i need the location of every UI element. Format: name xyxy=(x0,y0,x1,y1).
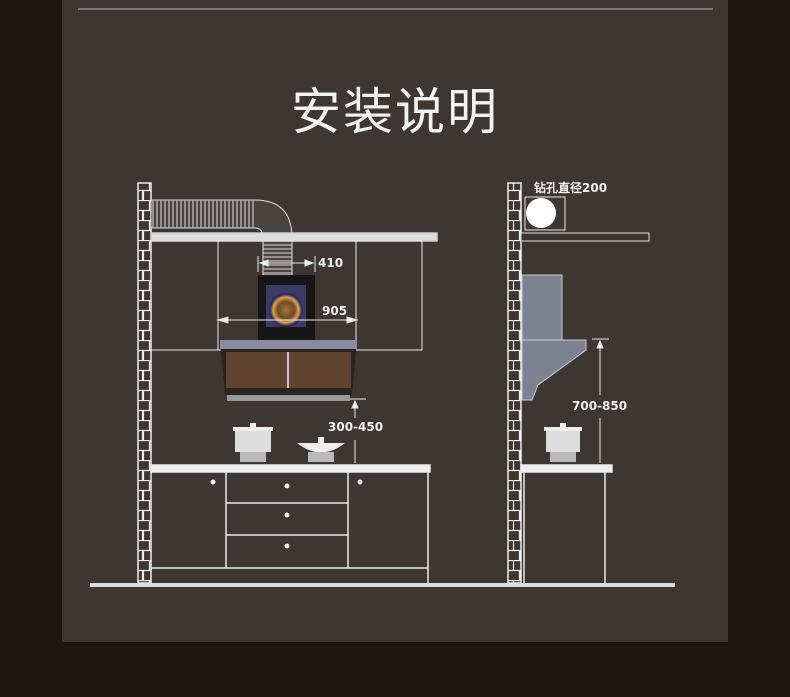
hood-width-label: 905 xyxy=(322,304,348,318)
stove-pot-side xyxy=(544,423,582,462)
brick-wall-right xyxy=(507,182,522,584)
stove-pot xyxy=(233,423,273,462)
side-height-label: 700-850 xyxy=(572,399,628,413)
page-title: 安装说明 xyxy=(291,83,499,141)
fan-icon xyxy=(269,293,303,327)
dimension-410 xyxy=(257,256,316,272)
floor-line xyxy=(90,583,675,587)
base-cabinets xyxy=(151,472,429,583)
drill-hole-label: 钻孔直径200 xyxy=(534,181,608,195)
upper-shelf xyxy=(150,232,438,242)
upper-cabinet xyxy=(150,240,219,351)
dimension-300-450 xyxy=(350,398,366,463)
side-view xyxy=(507,182,650,584)
dimension-700-850 xyxy=(592,338,609,463)
dimension-905 xyxy=(216,316,359,324)
background-panel xyxy=(62,0,728,642)
cabinet-knobs xyxy=(210,479,363,549)
countertop-side xyxy=(520,464,613,473)
range-hood-front xyxy=(220,275,357,401)
range-hood-side xyxy=(521,274,587,401)
brick-wall-left xyxy=(137,182,152,584)
duct-width-label: 410 xyxy=(318,256,344,270)
upper-shelf-side xyxy=(520,232,650,242)
drill-hole-plate xyxy=(524,196,566,231)
drill-hole-icon xyxy=(526,198,556,228)
upper-cabinet xyxy=(355,240,423,351)
stove-wok xyxy=(297,437,345,462)
exhaust-duct-vertical xyxy=(262,240,293,276)
front-height-label: 300-450 xyxy=(328,420,384,434)
countertop xyxy=(150,464,431,473)
exhaust-duct-horizontal xyxy=(150,199,258,229)
front-view xyxy=(137,182,438,584)
